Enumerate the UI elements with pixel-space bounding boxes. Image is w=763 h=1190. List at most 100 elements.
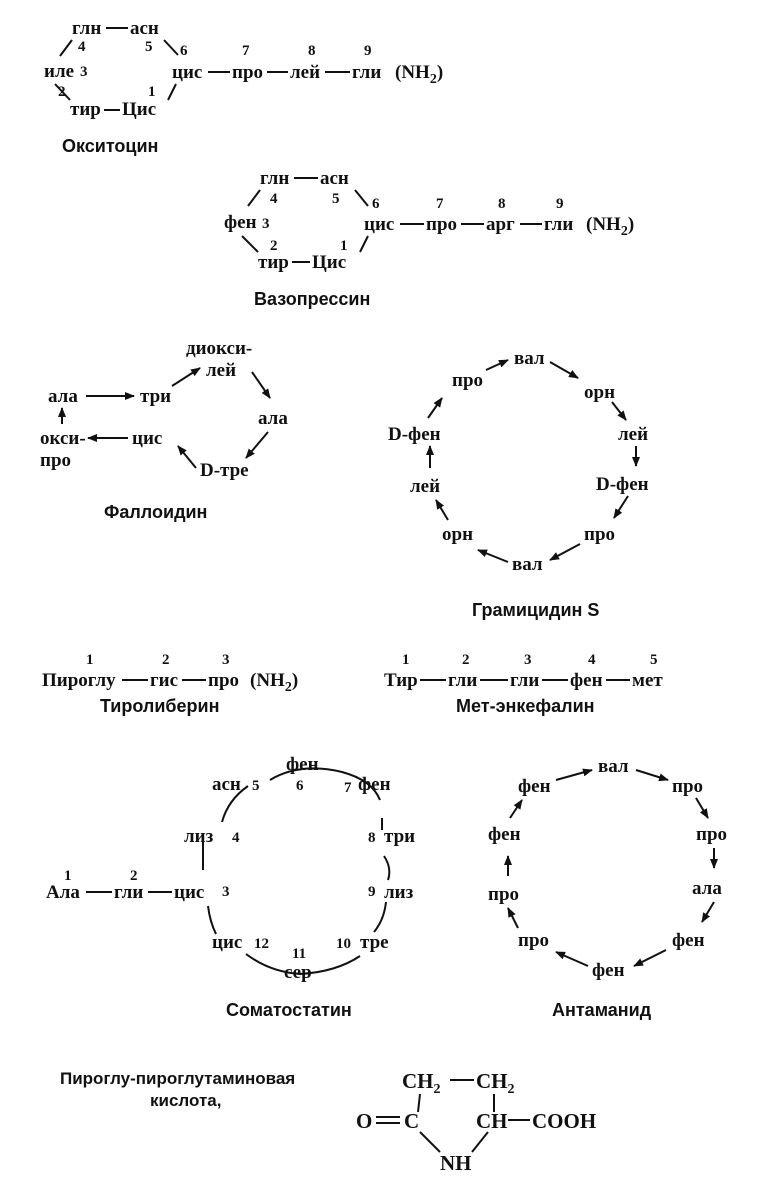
somatostatin-structure: фен асн 5 6 7 фен лиз 4 8 три 1 2 Ала гл… [46, 754, 415, 1020]
gramicidin-leu-2: лей [410, 476, 440, 497]
vasopressin-nh2: (NH2) [586, 214, 634, 239]
vasopressin-gly: гли [544, 214, 573, 235]
metenk-num-4: 4 [588, 652, 596, 668]
antamanide-structure: фен вал про про ала фен фен про про фен … [488, 756, 727, 1020]
antamanide-pro-4: про [488, 884, 519, 905]
phalloidin-structure: диокси- лей ала три ала D-тре цис окси- … [40, 338, 288, 522]
pyroglutamic-acid-structure: Пироглу-пироглутаминовая кислота, CH2 CH… [60, 1069, 596, 1175]
gramicidin-val-2: вал [512, 554, 543, 575]
thyroliberin-nh2: (NH2) [250, 670, 298, 695]
thyroliberin-structure: 1 2 3 Пироглу гис про (NH2) Тиролиберин [42, 652, 298, 716]
vasopressin-num-3: 3 [262, 216, 270, 232]
somatostatin-num-6: 6 [296, 778, 304, 794]
oxytocin-ile: иле [44, 61, 74, 82]
pyroglu-carbon: C [404, 1109, 419, 1133]
somatostatin-asn-5: асн [212, 774, 241, 795]
somatostatin-num-7: 7 [344, 780, 352, 796]
metenk-gly-1: гли [448, 670, 477, 691]
oxytocin-num-9: 9 [364, 43, 372, 59]
oxytocin-structure: глн асн 4 5 6 иле 3 цис 7 про 8 лей 9 гл… [44, 18, 443, 156]
somatostatin-lys-9: лиз [384, 882, 414, 903]
phalloidin-cys: цис [132, 428, 162, 449]
oxytocin-num-6: 6 [180, 43, 188, 59]
phalloidin-dioxy-1: диокси- [186, 338, 252, 359]
somatostatin-cys-12: цис [212, 932, 242, 953]
antamanide-phe-2: фен [592, 960, 625, 981]
metenk-phe: фен [570, 670, 603, 691]
metenk-caption: Мет-энкефалин [456, 696, 595, 716]
metenk-num-2: 2 [462, 652, 470, 668]
oxytocin-num-4: 4 [78, 39, 86, 55]
antamanide-phe-4: фен [518, 776, 551, 797]
vasopressin-num-4: 4 [270, 191, 278, 207]
antamanide-pro-3: про [518, 930, 549, 951]
somatostatin-num-8: 8 [368, 830, 376, 846]
oxytocin-caption: Окситоцин [62, 136, 158, 156]
metenk-num-1: 1 [402, 652, 410, 668]
vasopressin-num-1: 1 [340, 238, 348, 254]
phalloidin-caption: Фаллоидин [104, 502, 207, 522]
somatostatin-num-12: 12 [254, 936, 269, 952]
thyroliberin-num-1: 1 [86, 652, 94, 668]
somatostatin-num-10: 10 [336, 936, 351, 952]
antamanide-pro-2: про [696, 824, 727, 845]
somatostatin-ser-11: сер [284, 962, 312, 983]
vasopressin-num-9: 9 [556, 196, 564, 212]
oxytocin-gln: глн [72, 18, 101, 39]
thyroliberin-num-2: 2 [162, 652, 170, 668]
vasopressin-num-2: 2 [270, 238, 278, 254]
metenk-met: мет [632, 670, 663, 691]
phalloidin-ala-1: ала [48, 386, 78, 407]
gramicidin-pro-2: про [452, 370, 483, 391]
antamanide-ala: ала [692, 878, 722, 899]
pyroglu-nh: NH [440, 1151, 472, 1175]
somatostatin-phe-6: фен [286, 754, 319, 775]
thyroliberin-pyroglu: Пироглу [42, 670, 116, 691]
pyroglu-note-line-1: Пироглу-пироглутаминовая [60, 1069, 295, 1088]
phalloidin-ala-2: ала [258, 408, 288, 429]
oxytocin-cys1: Цис [122, 99, 156, 120]
vasopressin-asn: асн [320, 168, 349, 189]
antamanide-caption: Антаманид [552, 1000, 652, 1020]
vasopressin-arg: арг [486, 214, 515, 235]
thyroliberin-his: гис [150, 670, 178, 691]
antamanide-phe-3: фен [488, 824, 521, 845]
gramicidin-caption: Грамицидин S [472, 600, 599, 620]
somatostatin-lys-4: лиз [184, 826, 214, 847]
vasopressin-cys1: Цис [312, 252, 346, 273]
antamanide-pro-1: про [672, 776, 703, 797]
pyroglu-cooh: COOH [532, 1109, 596, 1133]
vasopressin-structure: глн асн 4 5 6 фен 3 цис 7 про 8 арг 9 гл… [224, 168, 634, 309]
metenk-tyr: Тир [384, 670, 418, 691]
phalloidin-dioxy-2: лей [206, 360, 236, 381]
pyroglu-ch: CH [476, 1109, 508, 1133]
somatostatin-num-3: 3 [222, 884, 230, 900]
somatostatin-num-2: 2 [130, 868, 138, 884]
antamanide-phe-1: фен [672, 930, 705, 951]
vasopressin-tyr: тир [258, 252, 289, 273]
gramicidin-val-1: вал [514, 348, 545, 369]
pyroglu-ch2-right: CH2 [476, 1069, 515, 1097]
oxytocin-num-8: 8 [308, 43, 316, 59]
oxytocin-pro: про [232, 62, 263, 83]
phalloidin-dthr: D-тре [200, 460, 249, 481]
oxytocin-nh2: (NH2) [395, 62, 443, 87]
somatostatin-thr-10: тре [360, 932, 389, 953]
somatostatin-cys-3: цис [174, 882, 204, 903]
gramicidin-pro-1: про [584, 524, 615, 545]
oxytocin-leu: лей [290, 62, 320, 83]
somatostatin-gly: гли [114, 882, 143, 903]
oxytocin-num-5: 5 [145, 39, 153, 55]
vasopressin-num-6: 6 [372, 196, 380, 212]
vasopressin-num-5: 5 [332, 191, 340, 207]
gramicidin-leu-1: лей [618, 424, 648, 445]
phalloidin-oxy-2: про [40, 450, 71, 471]
somatostatin-num-9: 9 [368, 884, 376, 900]
somatostatin-num-5: 5 [252, 778, 260, 794]
somatostatin-trp-8: три [384, 826, 415, 847]
oxytocin-tyr: тир [70, 99, 101, 120]
vasopressin-num-7: 7 [436, 196, 444, 212]
thyroliberin-caption: Тиролиберин [100, 696, 219, 716]
phalloidin-oxy-1: окси- [40, 428, 86, 449]
